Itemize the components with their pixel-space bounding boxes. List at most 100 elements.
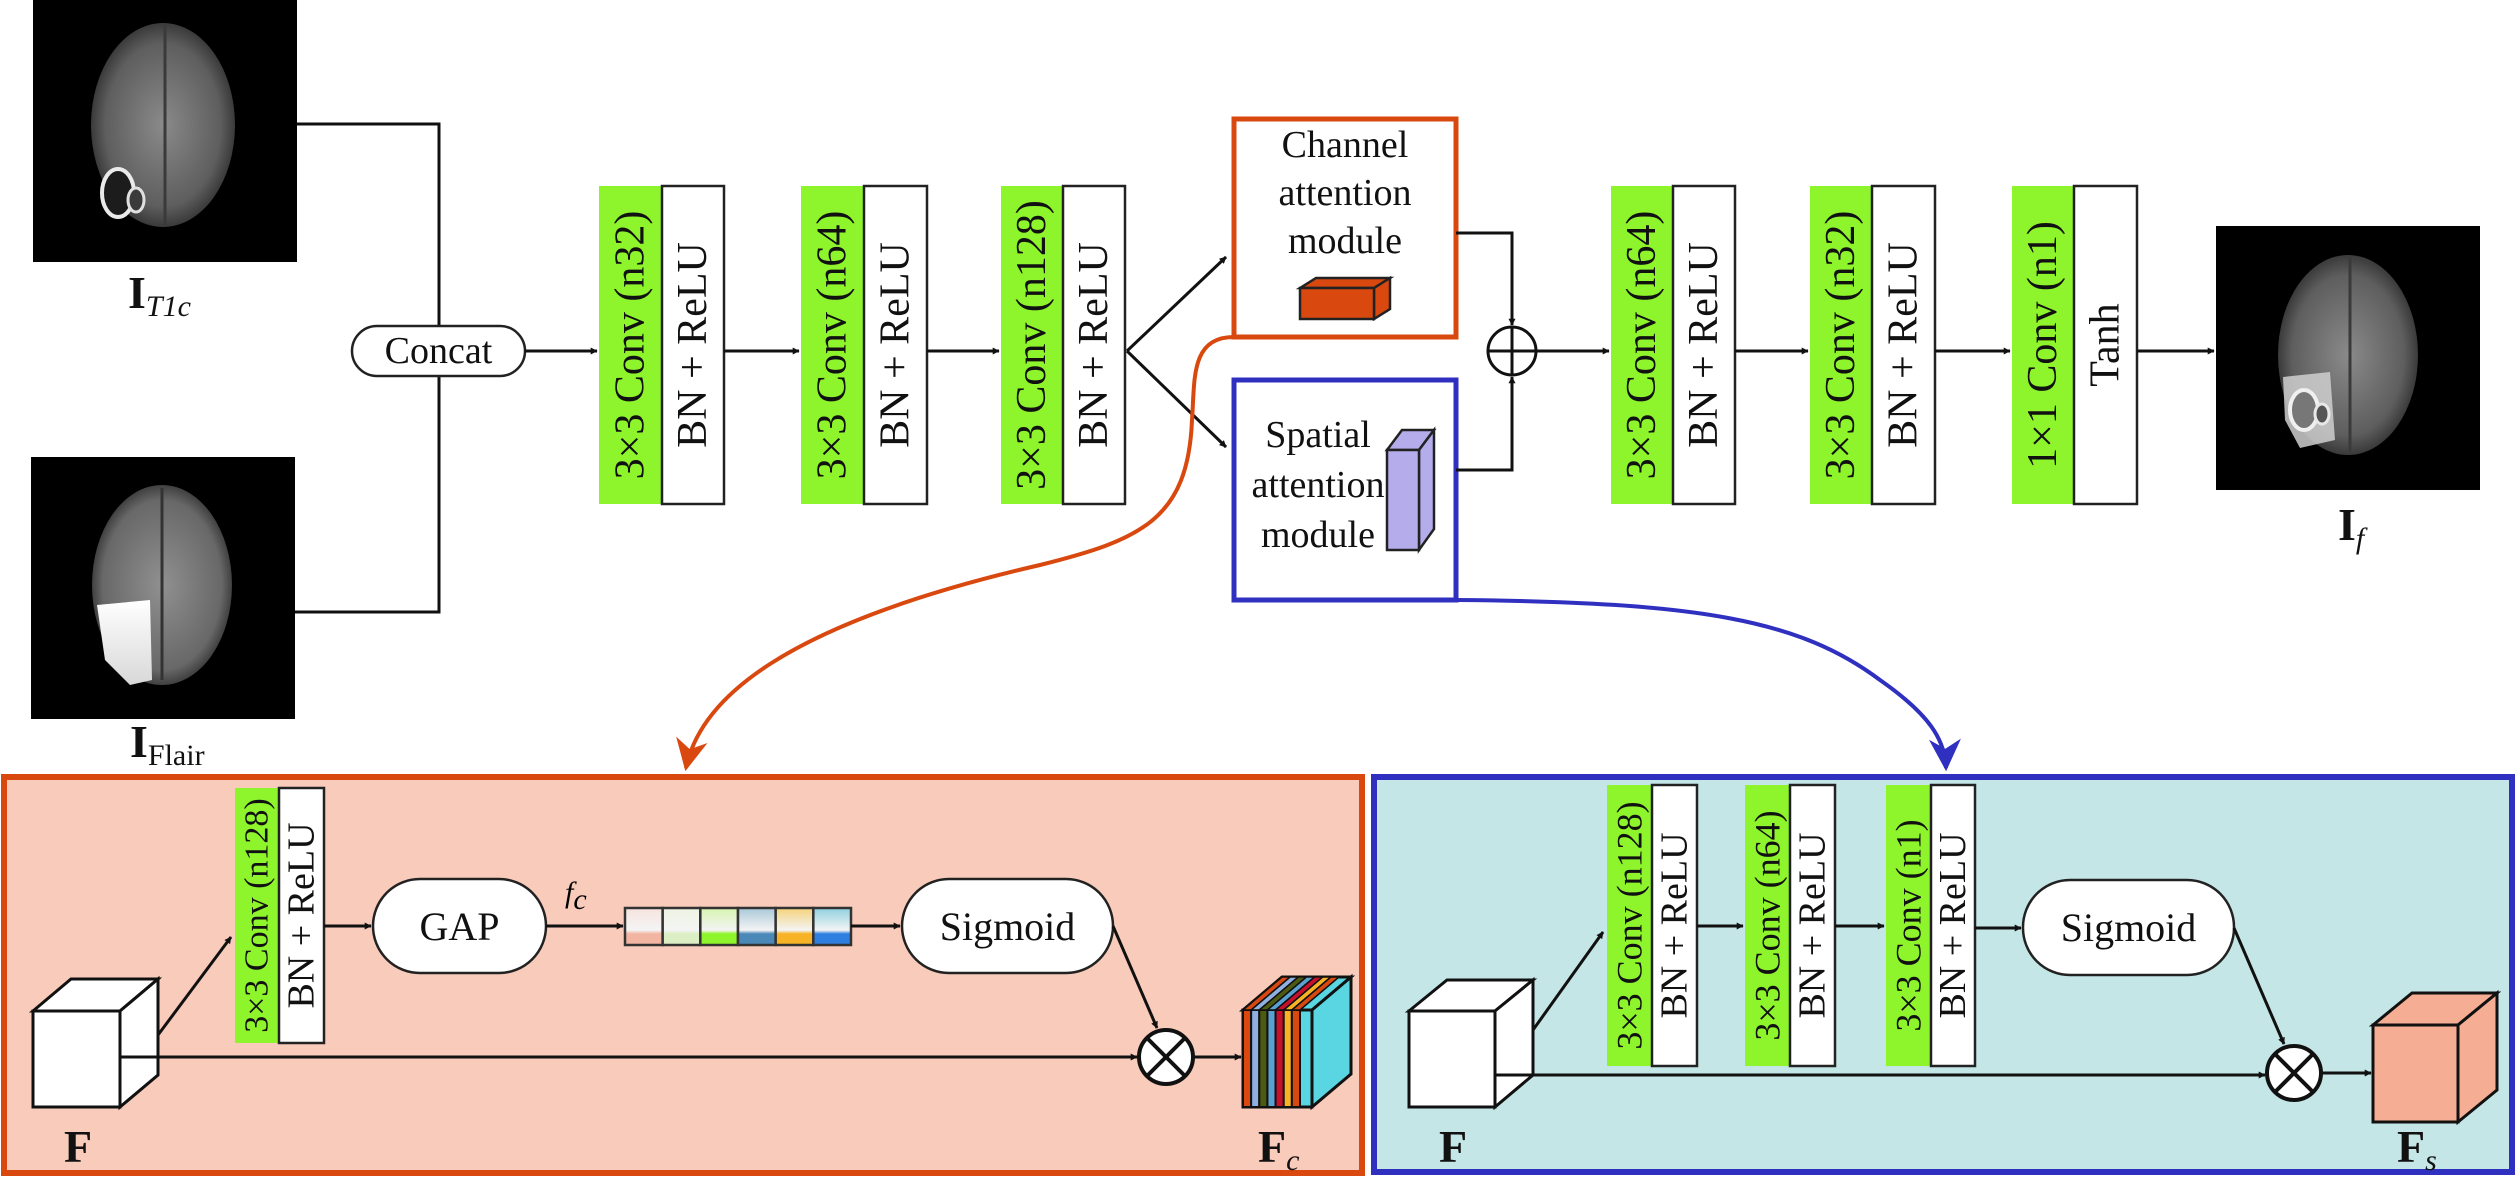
activation-label: BN + ReLU (873, 242, 919, 448)
channel-panel-f-label: F (64, 1121, 92, 1172)
channel-weight-vector (623, 906, 853, 947)
arrow-sf-to-conv1 (1531, 931, 1605, 1031)
spatial-detail-connector (1455, 598, 1961, 772)
spatial-multiply-node (2265, 1044, 2323, 1102)
vector-cell (774, 906, 815, 947)
spatial-module-label-line1: Spatial (1265, 414, 1371, 456)
channel-attention-panel: F 3×3 Conv (n128)BN + ReLU GAP fc Sigmoi… (1, 774, 1365, 1177)
activation-label: Tanh (2083, 303, 2129, 386)
conv-label: 3×3 Conv (n128) (1610, 801, 1650, 1049)
conv-layer (1886, 785, 1931, 1066)
main-conv-block-5: 3×3 Conv (n32)BN + ReLU (1810, 184, 1937, 506)
fc-vector-label: fc (565, 876, 587, 916)
channel-stripe (1290, 1009, 1302, 1108)
vector-cell (661, 906, 702, 947)
channel-stripe (1258, 1009, 1269, 1108)
arrow-sigmoid-to-multiply (1111, 925, 1159, 1029)
activation-layer (1929, 783, 1977, 1068)
input-image-flair (31, 457, 295, 719)
vector-cell (623, 906, 664, 947)
conv-label: 1×1 Conv (n1) (2020, 221, 2066, 469)
channel-module-label-line1: Channel (1282, 124, 1409, 166)
spatial-input-feature-cube (1404, 976, 1538, 1111)
arrow-ssigmoid-to-multiply (2232, 927, 2286, 1045)
main-conv-block-3: 3×3 Conv (n128)BN + ReLU (1001, 184, 1127, 506)
connector-flair-to-concat (295, 376, 441, 614)
activation-label: BN + ReLU (1932, 832, 1974, 1018)
arrow-spatial-to-sum (1456, 376, 1516, 472)
spatial-sigmoid-node: Sigmoid (2021, 878, 2236, 977)
channel-module-label-line2: attention (1279, 172, 1412, 214)
spatial-map-cube-icon (1384, 426, 1437, 554)
conv-layer (599, 186, 662, 504)
activation-label: BN + ReLU (1792, 832, 1834, 1018)
activation-layer (1671, 184, 1737, 506)
channel-stripe (1250, 1009, 1261, 1108)
activation-layer (862, 184, 929, 506)
activation-layer (660, 184, 726, 506)
conv-layer (235, 788, 279, 1043)
spatial-panel-conv-3: 3×3 Conv (n1)BN + ReLU (1886, 783, 1977, 1068)
conv-layer (1810, 186, 1872, 504)
arrow-to-channel-module (1125, 255, 1228, 353)
input-feature-cube (28, 975, 163, 1111)
elementwise-sum-node (1486, 325, 1538, 377)
conv-label: 3×3 Conv (n64) (810, 211, 856, 480)
spatial-module-label-line2: attention (1252, 464, 1385, 506)
channel-stripe (1282, 1009, 1293, 1108)
output-fc-cube (1238, 973, 1356, 1111)
conv-label: 3×3 Conv (n64) (1748, 810, 1788, 1040)
activation-layer (2072, 184, 2139, 506)
spatial-attention-module: Spatial attention module (1231, 377, 1459, 603)
activation-label: BN + ReLU (670, 242, 716, 448)
gap-node: GAP (371, 877, 548, 975)
arrow-channel-to-sum (1456, 231, 1516, 326)
input-image-t1c (33, 0, 297, 262)
activation-layer (277, 786, 326, 1045)
concat-label: Concat (385, 330, 493, 372)
conv-layer (801, 186, 864, 504)
channel-multiply-node (1137, 1028, 1195, 1086)
main-conv-block-1: 3×3 Conv (n32)BN + ReLU (599, 184, 726, 506)
activation-label: BN + ReLU (1881, 242, 1927, 448)
vector-cell (699, 906, 740, 947)
conv-layer (2012, 186, 2074, 504)
channel-stripe (1274, 1009, 1285, 1108)
fs-label: Fs (2397, 1121, 2437, 1177)
channel-sigmoid-node: Sigmoid (900, 877, 1115, 975)
gap-label: GAP (419, 904, 499, 949)
activation-layer (1870, 184, 1937, 506)
label-i-flair: IFlair (130, 716, 205, 772)
label-i-f: If (2338, 499, 2368, 555)
vector-cell (736, 906, 777, 947)
channel-module-label-line3: module (1288, 220, 1402, 262)
channel-detail-connector (676, 335, 1235, 772)
conv-layer (1001, 186, 1063, 504)
spatial-sigmoid-label: Sigmoid (2061, 905, 2197, 950)
conv-label: 3×3 Conv (n128) (239, 798, 276, 1033)
main-conv-block-4: 3×3 Conv (n64)BN + ReLU (1611, 184, 1737, 506)
spatial-module-label-line3: module (1261, 514, 1375, 556)
channel-panel-conv-block: 3×3 Conv (n128)BN + ReLU (235, 786, 326, 1045)
arrow-f-to-conv (156, 936, 233, 1036)
conv-label: 3×3 Conv (n128) (1009, 200, 1055, 490)
activation-layer (1650, 783, 1699, 1068)
channel-sigmoid-label: Sigmoid (940, 904, 1076, 949)
output-fs-cube (2368, 989, 2502, 1126)
spatial-panel-f-label: F (1439, 1121, 1467, 1172)
activation-label: BN + ReLU (281, 822, 323, 1008)
conv-layer (1607, 785, 1652, 1066)
channel-panel-conv: 3×3 Conv (n128)BN + ReLU (235, 786, 326, 1045)
conv-label: 3×3 Conv (n1) (1889, 819, 1929, 1031)
activation-label: BN + ReLU (1681, 242, 1727, 448)
conv-layer (1745, 785, 1790, 1066)
arrow-to-spatial-module (1125, 349, 1228, 449)
spatial-panel-conv-1: 3×3 Conv (n128)BN + ReLU (1607, 783, 1699, 1068)
fc-label: Fc (1258, 1121, 1299, 1177)
activation-label: BN + ReLU (1654, 832, 1696, 1018)
activation-layer (1061, 184, 1127, 506)
